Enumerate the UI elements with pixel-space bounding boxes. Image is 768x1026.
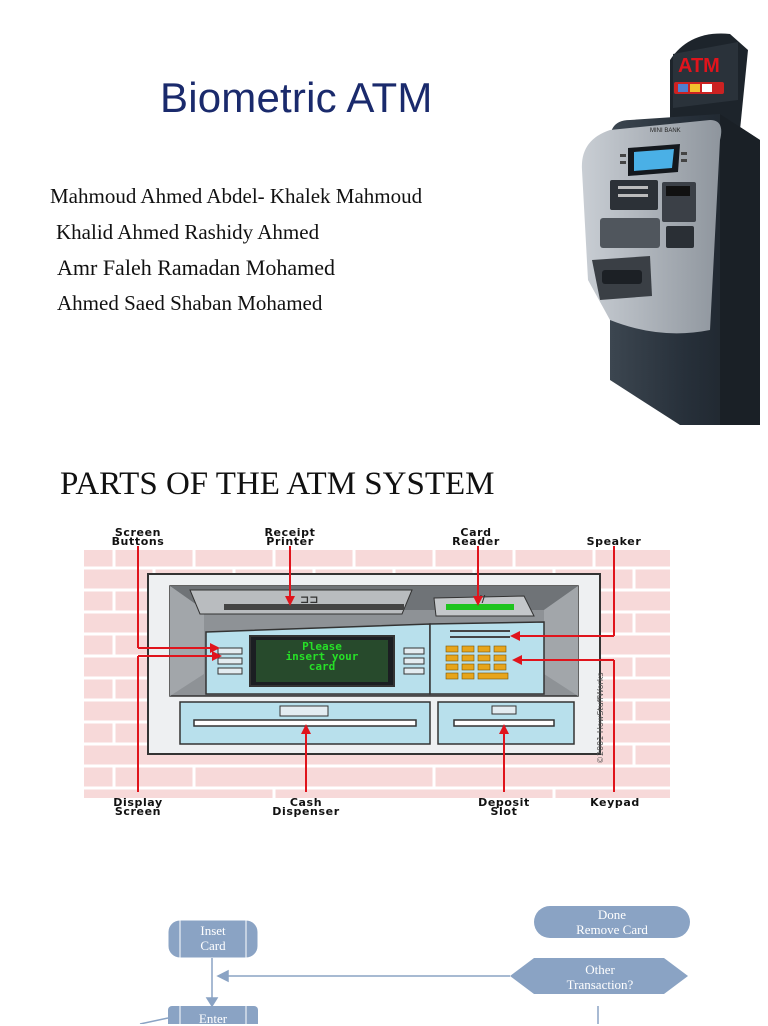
atm-kiosk-image: ATM MINI BANK <box>581 33 760 425</box>
flowchart-shapes <box>139 906 690 1024</box>
screen-line-3: card <box>308 660 336 673</box>
page-title: Biometric ATM <box>160 74 433 121</box>
svg-text://: // <box>478 594 486 605</box>
atm-sign: ATM <box>678 55 720 77</box>
author-3: Amr Faleh Ramadan Mohamed <box>57 255 335 280</box>
copyright-notice: ©2001 HowStuffWorks <box>596 672 605 764</box>
author-1: Mahmoud Ahmed Abdel- Khalek Mahmoud <box>50 184 423 208</box>
kiosk-brand-label: MINI BANK <box>650 128 681 134</box>
screen-line-1: Please <box>302 640 342 653</box>
label-speaker: Speaker <box>586 535 642 548</box>
screen-line-2: insert your <box>285 650 359 663</box>
label-keypad: Keypad <box>590 796 640 809</box>
svg-text:ATM: ATM <box>678 55 720 77</box>
author-2: Khalid Ahmed Rashidy Ahmed <box>56 220 320 244</box>
atm-screen-message: Please insert your card <box>260 640 384 673</box>
parts-heading: PARTS OF THE ATM SYSTEM <box>60 466 495 502</box>
flow-enter: Enter <box>198 1011 228 1026</box>
atm-front-illustration: ⊐⊐ // <box>84 546 670 798</box>
author-4: Ahmed Saed Shaban Mohamed <box>57 291 323 315</box>
svg-text:⊐⊐: ⊐⊐ <box>300 593 318 606</box>
atm-parts-diagram: ⊐⊐ // <box>84 524 670 820</box>
